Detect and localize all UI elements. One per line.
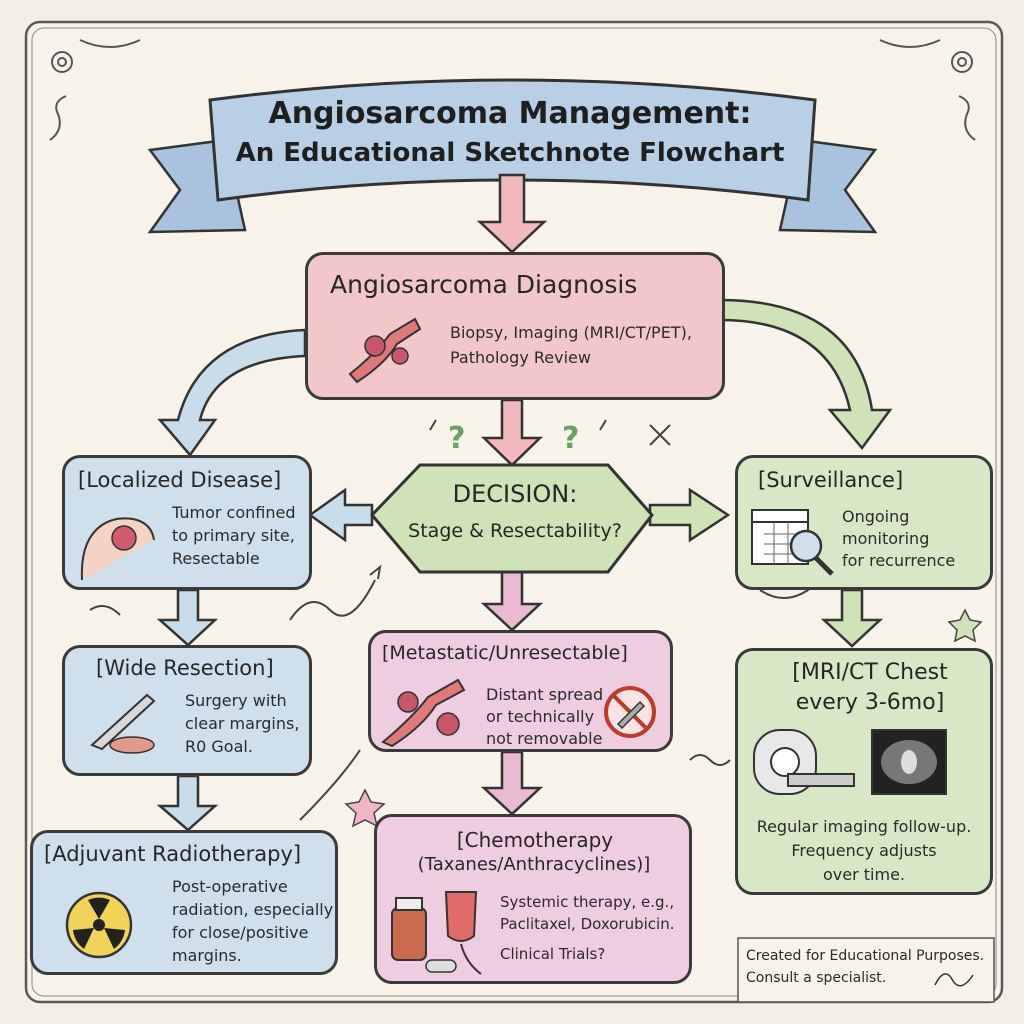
footer-line1: Created for Educational Purposes. bbox=[746, 948, 985, 964]
no-surgery-icon bbox=[602, 684, 658, 744]
resection-line2: clear margins, bbox=[185, 714, 300, 733]
decision-title: DECISION: bbox=[452, 480, 578, 508]
banner-title-line2: An Educational Sketchnote Flowchart bbox=[235, 138, 785, 168]
clinical-trials-text: Clinical Trials? bbox=[500, 945, 606, 963]
imaging-title-line1: [MRI/CT Chest bbox=[792, 660, 948, 685]
diagnosis-box bbox=[305, 252, 725, 400]
metastatic-line3: not removable bbox=[486, 729, 603, 748]
chemotherapy-box bbox=[374, 814, 692, 984]
surveillance-line3: for recurrence bbox=[842, 551, 956, 570]
imaging-line1: Regular imaging follow-up. bbox=[756, 817, 972, 836]
radiotherapy-title: [Adjuvant Radiotherapy] bbox=[44, 842, 302, 866]
localized-line1: Tumor confined bbox=[172, 503, 296, 522]
resection-line3: R0 Goal. bbox=[185, 737, 253, 756]
banner-title-line1: Angiosarcoma Management: bbox=[268, 96, 752, 131]
localized-line3: Resectable bbox=[172, 549, 260, 568]
imaging-line2: Frequency adjusts bbox=[791, 841, 937, 860]
chemotherapy-line2: Paclitaxel, Doxorubicin. bbox=[500, 915, 675, 933]
stars bbox=[344, 608, 983, 828]
mri-scanner-icon bbox=[750, 724, 860, 808]
signature-scribble bbox=[934, 973, 974, 987]
calendar-magnifier-icon bbox=[748, 500, 838, 584]
page-frame-inner bbox=[31, 27, 997, 997]
diagnosis-title: Angiosarcoma Diagnosis bbox=[330, 270, 638, 299]
question-marks: ? ? bbox=[448, 421, 579, 456]
imaging-line3: over time. bbox=[823, 865, 905, 884]
chest-ct-scan-icon bbox=[870, 728, 948, 800]
chemotherapy-title-line2: (Taxanes/Anthracyclines)] bbox=[417, 854, 651, 875]
footer-line2: Consult a specialist. bbox=[746, 970, 887, 986]
diagnosis-desc-line1: Biopsy, Imaging (MRI/CT/PET), bbox=[450, 323, 692, 342]
localized-disease-title: [Localized Disease] bbox=[78, 468, 282, 492]
imaging-title-line2: every 3-6mo] bbox=[795, 690, 945, 715]
body-tumor-icon bbox=[72, 500, 162, 584]
metastatic-line1: Distant spread bbox=[486, 685, 604, 704]
connector-arrows bbox=[156, 173, 893, 832]
footer-box bbox=[737, 937, 995, 1003]
radiotherapy-line4: margins. bbox=[172, 946, 242, 965]
surveillance-line2: monitoring bbox=[842, 529, 930, 548]
localized-line2: to primary site, bbox=[172, 526, 295, 545]
svg-text:?: ? bbox=[562, 421, 579, 456]
resection-line1: Surgery with bbox=[185, 691, 287, 710]
metastatic-title: [Metastatic/Unresectable] bbox=[382, 642, 628, 664]
decision-shape bbox=[369, 463, 654, 574]
chemotherapy-line1: Systemic therapy, e.g., bbox=[500, 893, 675, 911]
medication-iv-icon bbox=[386, 888, 486, 982]
radiotherapy-line3: for close/positive bbox=[172, 923, 309, 942]
doodles bbox=[89, 419, 821, 821]
blood-vessel-icon bbox=[345, 314, 425, 388]
surveillance-title: [Surveillance] bbox=[758, 468, 904, 492]
radiation-icon bbox=[64, 890, 134, 964]
chemotherapy-title-line1: [Chemotherapy bbox=[456, 828, 614, 852]
decision-question: Stage & Resectability? bbox=[408, 520, 622, 542]
wide-resection-box bbox=[62, 645, 312, 776]
radiotherapy-line1: Post-operative bbox=[172, 877, 288, 896]
wide-resection-title: [Wide Resection] bbox=[96, 656, 274, 680]
vessel-spread-icon bbox=[378, 672, 473, 751]
title-banner bbox=[147, 78, 878, 234]
metastatic-line2: or technically bbox=[486, 707, 595, 726]
diagnosis-desc-line2: Pathology Review bbox=[450, 348, 591, 367]
radiotherapy-line2: radiation, especially bbox=[172, 900, 334, 919]
surveillance-line1: Ongoing bbox=[842, 507, 910, 526]
scalpel-icon bbox=[72, 685, 172, 759]
svg-text:?: ? bbox=[448, 421, 465, 456]
